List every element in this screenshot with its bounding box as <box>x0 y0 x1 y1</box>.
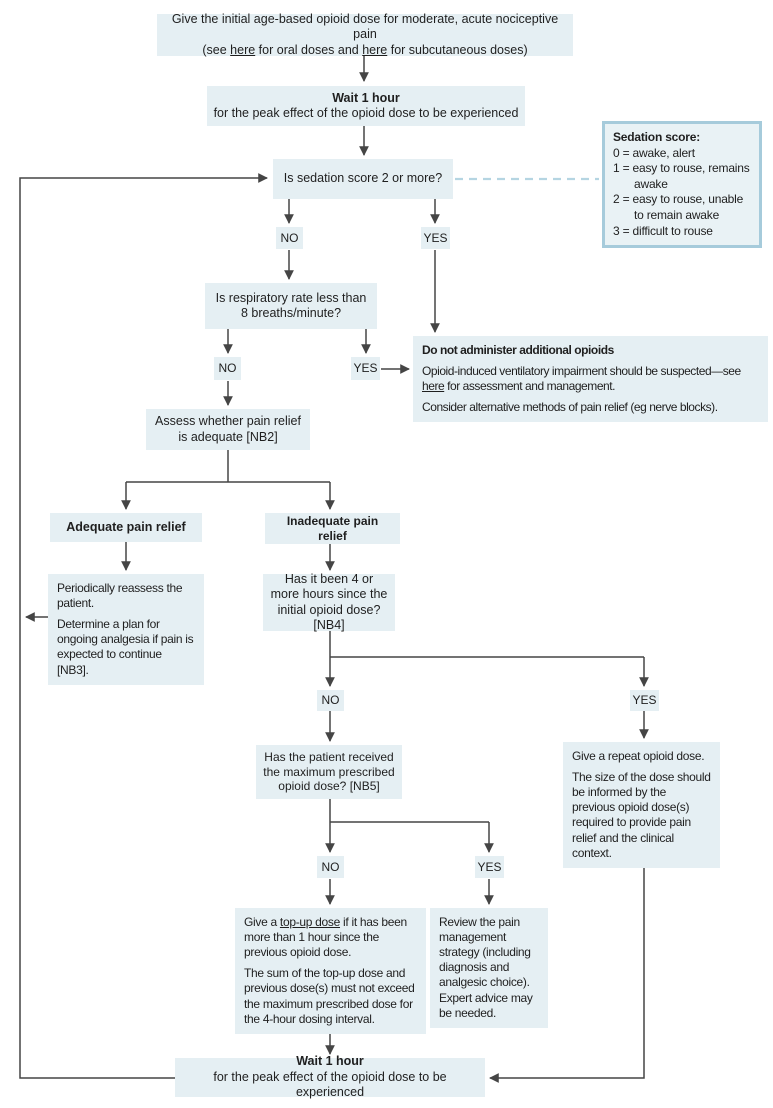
adequate-text: Adequate pain relief <box>66 519 186 534</box>
four-hours-no-label: NO <box>317 690 344 711</box>
sedation-key-item-3: 3 = difficult to rouse <box>613 223 713 238</box>
top-up-p1: Give a top-up dose if it has been more t… <box>244 915 417 960</box>
review-text: Review the pain management strategy (inc… <box>439 915 533 1020</box>
max-dose-yes-label: YES <box>475 856 504 878</box>
assess-text: Assess whether pain relief is adequate [… <box>155 414 301 444</box>
sedation-question-text: Is sedation score 2 or more? <box>283 171 443 186</box>
four-hours-question-text: Has it been 4 or more hours since the in… <box>270 571 388 633</box>
wait-bottom-title: Wait 1 hour <box>296 1054 364 1069</box>
sedation-no-label: NO <box>276 227 303 249</box>
node-assess-pain-relief: Assess whether pain relief is adequate [… <box>146 409 310 450</box>
wait-bottom-subtitle: for the peak effect of the opioid dose t… <box>213 1069 447 1100</box>
top-up-post-text: if it has been more than 1 hour since th… <box>244 915 407 960</box>
wait-top-title: Wait 1 hour <box>332 90 400 105</box>
respiratory-question-text: Is respiratory rate less than 8 breaths/… <box>215 290 367 321</box>
node-top-up-dose: Give a top-up dose if it has been more t… <box>235 908 426 1034</box>
node-wait-top: Wait 1 hour for the peak effect of the o… <box>207 86 525 126</box>
max-dose-question-text: Has the patient received the maximum pre… <box>263 749 395 794</box>
node-max-dose-question: Has the patient received the maximum pre… <box>256 745 402 799</box>
node-four-hours-question: Has it been 4 or more hours since the in… <box>263 571 395 633</box>
sedation-key-title: Sedation score: <box>613 130 701 144</box>
node-respiratory-question: Is respiratory rate less than 8 breaths/… <box>205 283 377 329</box>
node-initial-dose: Give the initial age-based opioid dose f… <box>157 11 573 59</box>
initial-dose-line2: (see here for oral doses and here for su… <box>163 43 567 59</box>
node-sedation-question: Is sedation score 2 or more? <box>273 159 453 199</box>
reassess-p2: Determine a plan for ongoing analgesia i… <box>57 617 194 677</box>
node-adequate-pain-relief: Adequate pain relief <box>50 513 202 542</box>
top-up-dose-link[interactable]: top-up dose <box>279 915 341 929</box>
sedation-yes-label: YES <box>421 227 450 249</box>
do-not-administer-p2: Consider alternative methods of pain rel… <box>422 400 718 415</box>
node-reassess: Periodically reassess the patient. Deter… <box>48 574 204 685</box>
node-inadequate-pain-relief: Inadequate pain relief <box>265 513 400 544</box>
repeat-dose-p1: Give a repeat opioid dose. <box>572 749 705 763</box>
node-do-not-administer: Do not administer additional opioids Opi… <box>413 336 768 423</box>
top-up-p2: The sum of the top-up dose and previous … <box>244 966 415 1026</box>
inadequate-text: Inadequate pain relief <box>286 513 379 543</box>
sedation-score-key: Sedation score: 0 = awake, alert 1 = eas… <box>602 121 762 249</box>
sedation-key-item-0: 0 = awake, alert <box>613 145 695 160</box>
repeat-dose-p2: The size of the dose should be informed … <box>572 770 711 860</box>
do-not-administer-p1: Opioid-induced ventilatory impairment sh… <box>422 364 759 394</box>
connector-lines <box>19 56 649 1083</box>
wait-top-subtitle: for the peak effect of the opioid dose t… <box>213 106 519 120</box>
sedation-key-item-1: 1 = easy to rouse, remains awake <box>613 161 750 191</box>
see-pre-text: (see <box>202 42 231 57</box>
top-up-pre-text: Give a <box>244 915 280 929</box>
ovi-post-text: for assessment and management. <box>444 379 616 394</box>
sedation-key-item-2: 2 = easy to rouse, unable to remain awak… <box>613 192 744 222</box>
ovi-here-link[interactable]: here <box>422 379 445 394</box>
initial-dose-line1: Give the initial age-based opioid dose f… <box>171 11 559 42</box>
ovi-pre-text: Opioid-induced ventilatory impairment sh… <box>422 364 741 379</box>
subcutaneous-doses-link[interactable]: here <box>362 42 388 57</box>
oral-doses-link[interactable]: here <box>230 42 256 57</box>
respiratory-yes-label: YES <box>351 357 380 380</box>
node-wait-bottom: Wait 1 hour for the peak effect of the o… <box>175 1054 485 1099</box>
four-hours-yes-label: YES <box>630 690 659 711</box>
do-not-administer-title: Do not administer additional opioids <box>422 343 614 357</box>
node-review-strategy: Review the pain management strategy (inc… <box>430 908 548 1028</box>
see-post-text: for subcutaneous doses) <box>387 42 528 57</box>
see-mid-text: for oral doses and <box>255 42 363 57</box>
max-dose-no-label: NO <box>317 856 344 878</box>
reassess-p1: Periodically reassess the patient. <box>57 581 183 611</box>
node-repeat-dose: Give a repeat opioid dose. The size of t… <box>563 742 720 868</box>
respiratory-no-label: NO <box>214 357 241 380</box>
